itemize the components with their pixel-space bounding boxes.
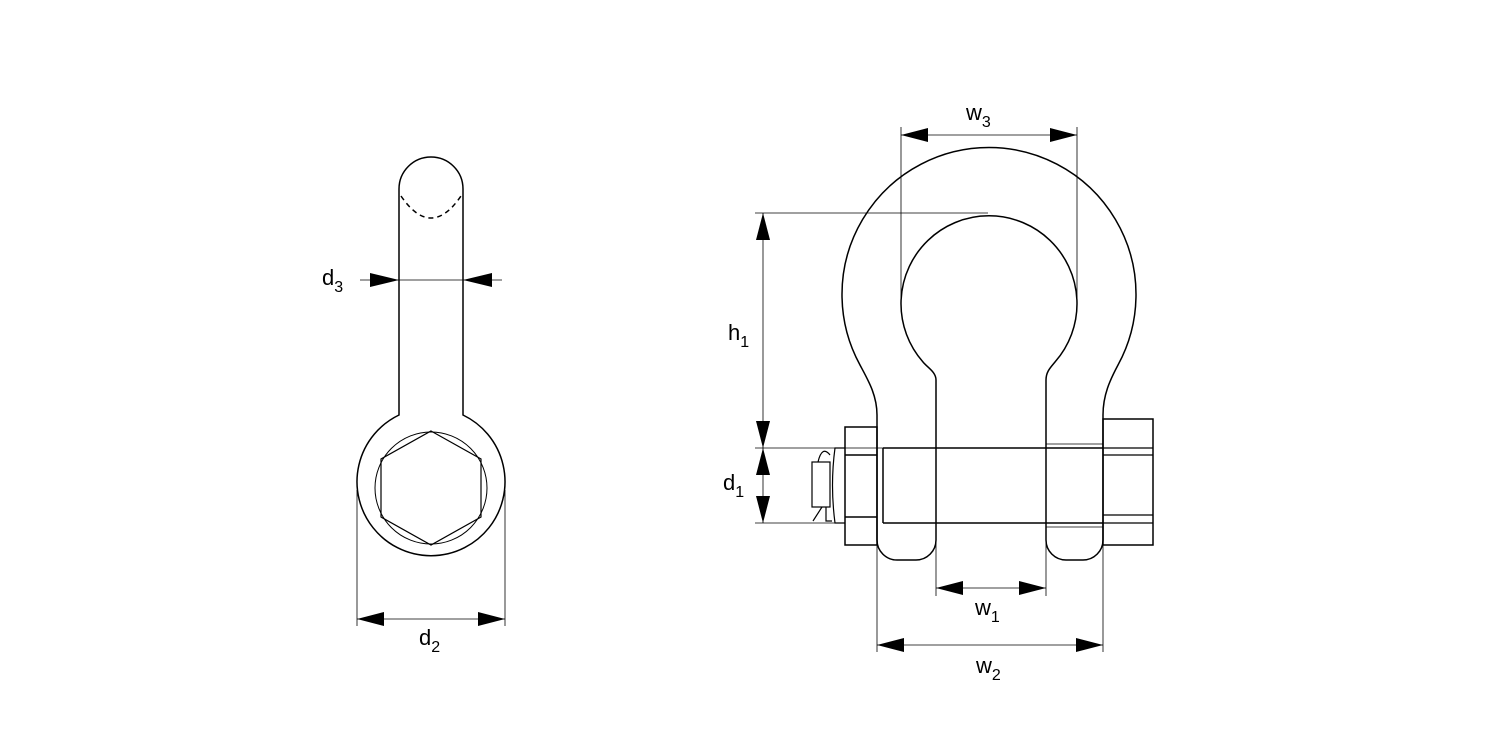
arrow-icon — [877, 638, 904, 652]
d3-label: d3 — [322, 265, 343, 296]
arrow-icon — [756, 496, 770, 523]
arrow-icon — [756, 213, 770, 240]
w3-label: w3 — [965, 100, 991, 131]
front-view: w3 h1 d1 w1 w2 — [723, 100, 1154, 684]
arrow-icon — [478, 612, 505, 626]
socket-circle — [374, 431, 488, 545]
arrow-icon — [756, 448, 770, 475]
arrow-icon — [901, 128, 928, 142]
arrow-icon — [370, 273, 399, 287]
pin-head — [844, 426, 878, 546]
arrow-icon — [463, 273, 492, 287]
w1-label: w1 — [974, 595, 1000, 626]
cotter-pin — [811, 461, 831, 508]
d2-label: d2 — [419, 625, 440, 656]
side-view: d3 d2 — [322, 156, 506, 656]
arrow-icon — [1019, 581, 1046, 595]
arrow-icon — [1050, 128, 1077, 142]
bow-outline — [841, 146, 1137, 561]
hex-socket — [380, 430, 482, 546]
h1-label: h1 — [728, 320, 749, 351]
d1-label: d1 — [723, 470, 744, 501]
w2-label: w2 — [975, 653, 1001, 684]
pin-rod-outline — [356, 156, 506, 557]
nut — [1102, 418, 1154, 546]
arrow-icon — [1076, 638, 1103, 652]
arrow-icon — [936, 581, 963, 595]
arrow-icon — [357, 612, 384, 626]
arrow-icon — [756, 421, 770, 448]
hidden-edge — [400, 195, 462, 219]
